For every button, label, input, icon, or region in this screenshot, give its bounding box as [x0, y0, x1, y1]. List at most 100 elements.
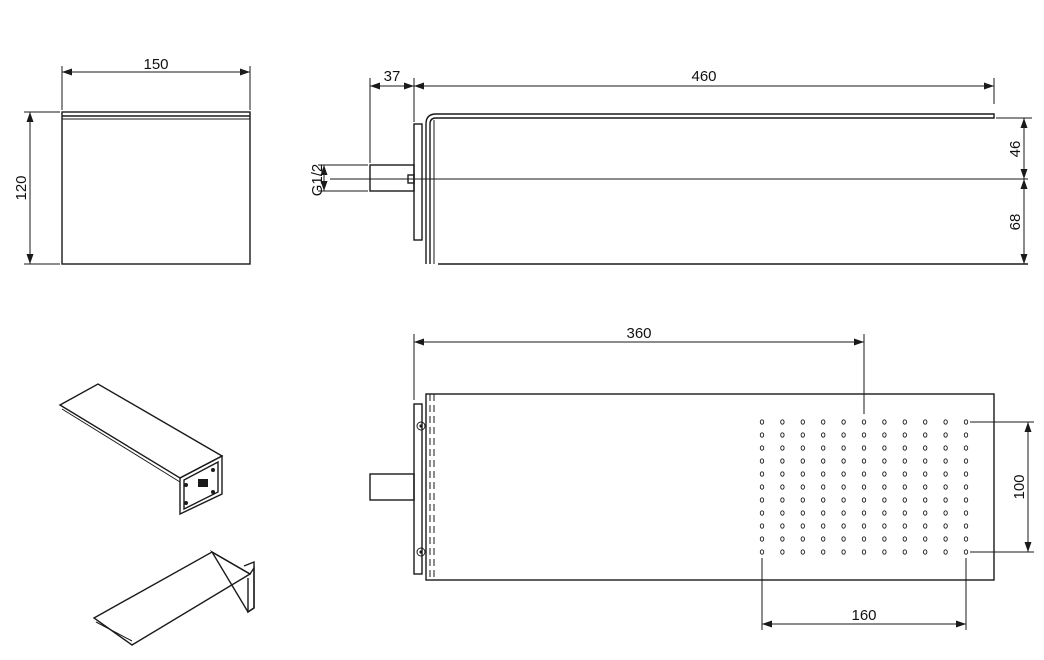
- nozzle-hole: [963, 523, 969, 529]
- nozzle-hole: [861, 419, 867, 425]
- nozzle-hole: [759, 510, 765, 516]
- nozzle-hole: [821, 536, 826, 542]
- plan-view: [369, 393, 995, 581]
- nozzle-hole: [861, 445, 867, 451]
- dim-nozzle-width-label: 160: [851, 607, 876, 624]
- nozzle-hole: [943, 419, 948, 425]
- nozzle-hole: [943, 484, 948, 490]
- nozzle-grid: [759, 419, 969, 555]
- nozzle-hole: [800, 419, 805, 425]
- nozzle-hole: [759, 419, 765, 425]
- nozzle-hole: [780, 510, 785, 516]
- fixing-screw: [416, 547, 426, 557]
- nozzle-hole: [780, 471, 785, 477]
- nozzle-hole: [780, 419, 785, 425]
- nozzle-hole: [861, 484, 867, 490]
- nozzle-hole: [800, 471, 805, 477]
- nozzle-hole: [780, 432, 785, 438]
- dim-inlet-length-label: 37: [384, 68, 401, 85]
- nozzle-hole: [882, 471, 887, 477]
- nozzle-hole: [923, 484, 928, 490]
- nozzle-hole: [963, 458, 969, 464]
- dim-spout-length: 460: [413, 68, 995, 104]
- nozzle-hole: [821, 510, 826, 516]
- nozzle-hole: [780, 458, 785, 464]
- nozzle-hole: [821, 445, 826, 451]
- dim-thread-size: G1/2: [309, 164, 368, 196]
- nozzle-hole: [923, 471, 928, 477]
- nozzle-hole: [902, 458, 907, 464]
- nozzle-hole: [923, 497, 928, 503]
- front-view: [61, 111, 251, 265]
- nozzle-hole: [841, 445, 846, 451]
- nozzle-hole: [759, 549, 765, 555]
- nozzle-hole: [902, 523, 907, 529]
- nozzle-hole: [841, 497, 846, 503]
- nozzle-hole: [800, 484, 805, 490]
- nozzle-hole: [841, 419, 846, 425]
- nozzle-hole: [963, 510, 969, 516]
- nozzle-hole: [943, 471, 948, 477]
- dim-plan-projection-label: 360: [626, 325, 651, 342]
- nozzle-hole: [882, 445, 887, 451]
- nozzle-hole: [902, 497, 907, 503]
- nozzle-hole: [963, 432, 969, 438]
- nozzle-hole: [759, 458, 765, 464]
- nozzle-hole: [923, 549, 928, 555]
- nozzle-hole: [923, 419, 928, 425]
- nozzle-hole: [943, 445, 948, 451]
- nozzle-hole: [821, 419, 826, 425]
- nozzle-hole: [800, 510, 805, 516]
- nozzle-hole: [861, 523, 867, 529]
- spout-profile: [425, 113, 995, 264]
- nozzle-hole: [861, 536, 867, 542]
- nozzle-hole: [902, 432, 907, 438]
- nozzle-hole: [841, 510, 846, 516]
- nozzle-hole: [882, 419, 887, 425]
- nozzle-hole: [800, 458, 805, 464]
- isometric-bottom-surface: [92, 551, 252, 646]
- nozzle-hole: [923, 432, 928, 438]
- isometric-back-plate: [179, 454, 223, 516]
- dim-nozzle-height: 100: [970, 421, 1034, 553]
- side-view: [330, 113, 1028, 265]
- nozzle-hole: [923, 445, 928, 451]
- nozzle-hole: [882, 458, 887, 464]
- nozzle-hole: [759, 536, 765, 542]
- dim-top-offset: 46: [996, 117, 1032, 179]
- nozzle-hole: [943, 549, 948, 555]
- nozzle-hole: [800, 549, 805, 555]
- nozzle-hole: [902, 536, 907, 542]
- isometric-view-top: [58, 383, 224, 516]
- nozzle-hole: [841, 432, 846, 438]
- nozzle-hole: [923, 536, 928, 542]
- isometric-top-surface: [58, 383, 224, 479]
- wall-plate-plan: [413, 403, 423, 575]
- nozzle-hole: [821, 458, 826, 464]
- dim-bottom-offset: 68: [1007, 179, 1028, 264]
- nozzle-hole: [923, 458, 928, 464]
- nozzle-hole: [800, 445, 805, 451]
- dim-plan-projection: 360: [413, 325, 865, 414]
- nozzle-hole: [943, 432, 948, 438]
- nozzle-hole: [943, 510, 948, 516]
- nozzle-hole: [841, 458, 846, 464]
- nozzle-hole: [861, 549, 867, 555]
- nozzle-hole: [923, 510, 928, 516]
- nozzle-hole: [963, 497, 969, 503]
- nozzle-hole: [861, 471, 867, 477]
- nozzle-hole: [841, 536, 846, 542]
- nozzle-hole: [861, 497, 867, 503]
- nozzle-hole: [780, 497, 785, 503]
- dim-nozzle-height-label: 100: [1011, 474, 1028, 499]
- nozzle-hole: [821, 432, 826, 438]
- nozzle-hole: [800, 536, 805, 542]
- nozzle-hole: [963, 549, 969, 555]
- nozzle-hole: [861, 510, 867, 516]
- nozzle-hole: [902, 419, 907, 425]
- nozzle-hole: [759, 497, 765, 503]
- nozzle-hole: [821, 484, 826, 490]
- dim-top-offset-label: 46: [1007, 141, 1024, 158]
- dim-front-height: 120: [13, 111, 60, 265]
- dim-spout-length-label: 460: [691, 68, 716, 85]
